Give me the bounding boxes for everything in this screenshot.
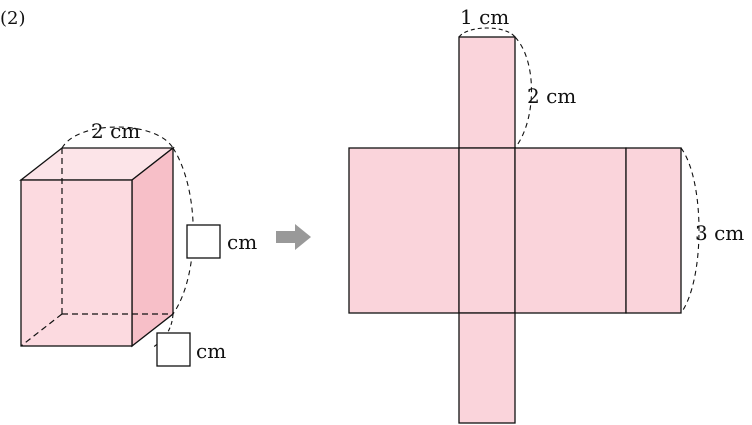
net-face-2 (458, 147, 516, 314)
problem-number: (2) (0, 8, 26, 29)
prism-net (348, 36, 682, 424)
net-right-dimension-arc (680, 147, 700, 314)
net-bottom-flap (458, 312, 516, 424)
height-unit: cm (227, 230, 257, 254)
arrow-right-icon (276, 224, 311, 250)
net-side-label: 2 cm (527, 84, 576, 108)
depth-unit: cm (196, 339, 226, 363)
height-dimension-arc (172, 147, 194, 315)
prism-front-face (20, 179, 133, 347)
net-side-dimension-arc (514, 36, 533, 149)
net-top-dimension-arc (458, 27, 516, 38)
top-edge-dimension-arc (61, 126, 174, 149)
net-face-3 (514, 147, 627, 314)
rectangular-prism (19, 126, 194, 349)
prism-side-face (131, 146, 174, 348)
net-top-label: 1 cm (460, 5, 509, 29)
net-face-4 (625, 147, 682, 314)
height-answer-box[interactable] (186, 224, 221, 259)
top-edge-label: 2 cm (91, 119, 140, 143)
depth-answer-box[interactable] (156, 332, 191, 367)
net-right-label: 3 cm (695, 221, 744, 245)
net-top-flap (458, 36, 516, 149)
prism-hidden-edges (20, 148, 173, 347)
net-face-1 (348, 147, 460, 314)
